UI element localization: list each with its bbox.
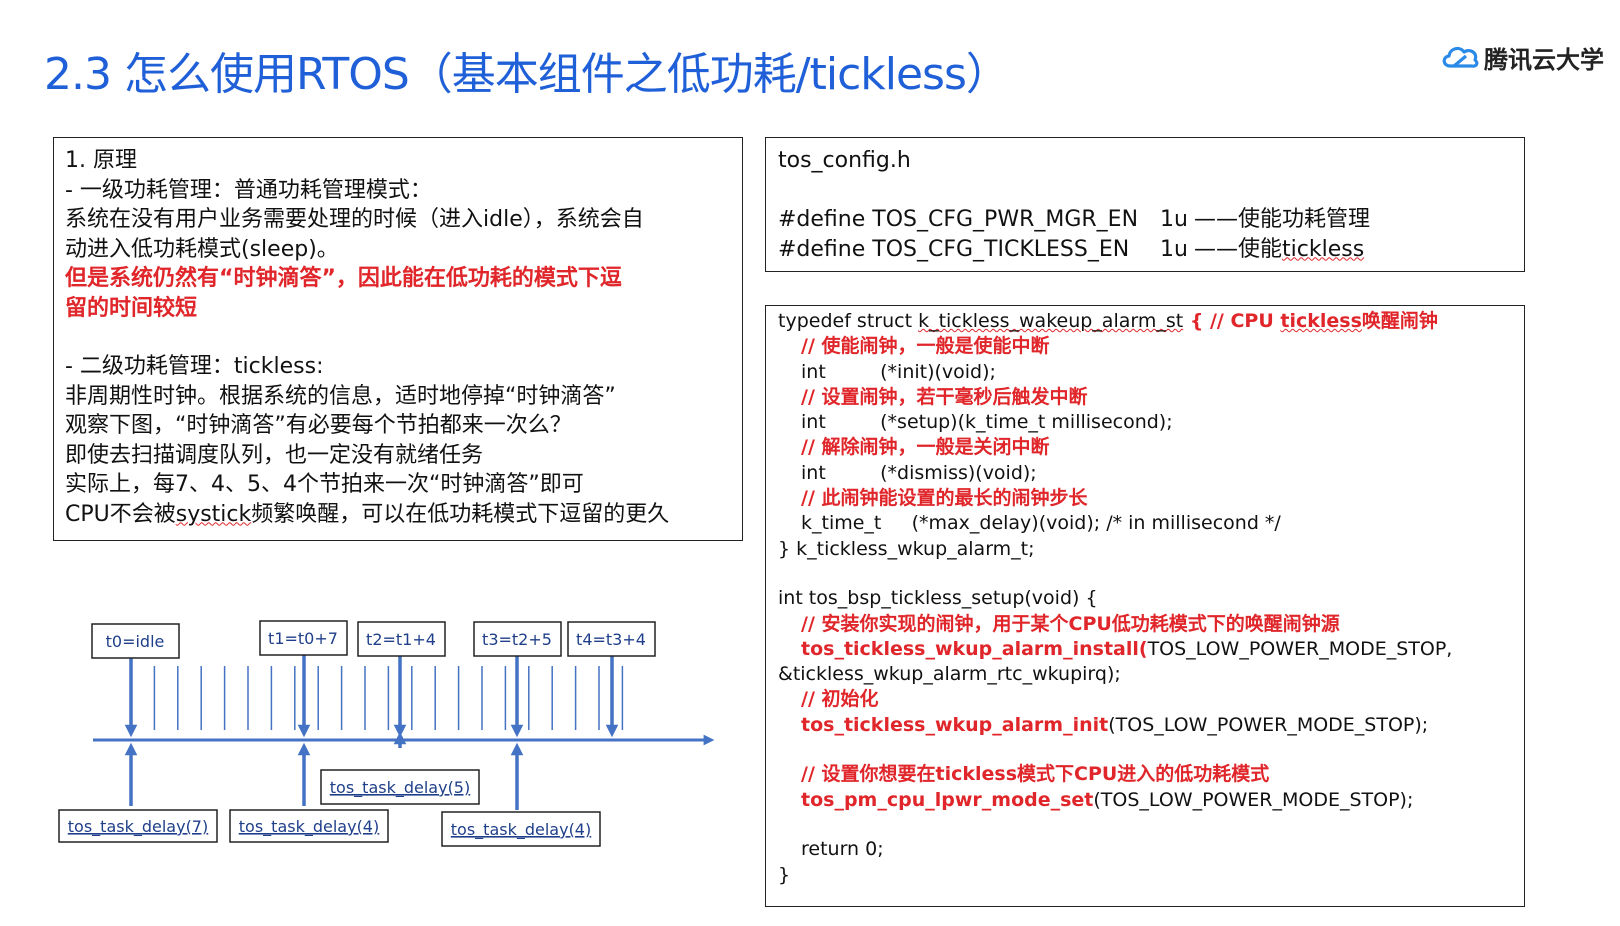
config-filename: tos_config.h [778, 148, 911, 173]
level2-line-3: 即使去扫描调度队列，也一定没有就绪任务 [65, 442, 484, 468]
code-line: int (*setup)(k_time_t millisecond); [801, 411, 1173, 434]
text-part: CPU不会被 [65, 501, 176, 527]
spacer [778, 738, 1512, 762]
tick-marks [130, 666, 624, 730]
label-box [567, 621, 656, 657]
level1-warning-1: 但是系统仍然有“时钟滴答”，因此能在低功耗的模式下逗 [65, 266, 622, 291]
level1-warning-2: 留的时间较短 [65, 295, 198, 321]
code-text: typedef struct [778, 310, 919, 332]
principle-heading: 1. 原理 [65, 148, 137, 173]
level1-line-2: 动进入低功耗模式(sleep)。 [65, 236, 339, 262]
code-line: } k_tickless_wkup_alarm_t; [778, 537, 1035, 560]
code-comment: // 初始化 [801, 688, 879, 711]
code-line: int (*dismiss)(void); [801, 461, 1037, 484]
level2-line-2: 观察下图，“时钟滴答”有必要每个节拍都来一次么？ [65, 413, 572, 438]
text-part: ——使能 [1194, 236, 1283, 262]
config-note: ——使能tickless [1194, 235, 1364, 265]
text-part: 频繁唤醒，可以在低功耗模式下逗留的更久 [251, 501, 670, 527]
label-box [91, 623, 180, 659]
code-comment: // 设置闹钟，若干毫秒后触发中断 [801, 385, 1088, 408]
code-text: (TOS_LOW_POWER_MODE_STOP); [1108, 713, 1429, 736]
code-line: typedef struct k_tickless_wakeup_alarm_s… [778, 309, 1512, 334]
brand-name: 腾讯云大学 [1484, 46, 1604, 74]
code-function: tos_tickless_wkup_alarm_init [801, 713, 1109, 736]
code-function: tos_tickless_wkup_alarm_install( [801, 637, 1148, 660]
code-line: int (*init)(void); [801, 360, 996, 383]
spacer [778, 176, 1512, 206]
code-comment: 唤醒闹钟 [1361, 310, 1438, 332]
level2-heading: - 二级功耗管理：tickless: [65, 354, 324, 379]
level1-line-1: 系统在没有用户业务需要处理的时候（进入idle），系统会自 [65, 207, 644, 232]
top-label-t3: t3=t2+5 [482, 630, 552, 649]
config-row: #define TOS_CFG_PWR_MGR_EN 1u ——使能功耗管理 [778, 205, 1512, 235]
code-comment: { // CPU [1183, 310, 1281, 332]
spacer [778, 562, 1512, 586]
bottom-label-delay4b: tos_task_delay(4) [451, 820, 591, 840]
label-box [441, 811, 601, 847]
config-define: #define TOS_CFG_TICKLESS_EN [778, 236, 1130, 262]
code-line: int tos_bsp_tickless_setup(void) { [778, 587, 1098, 610]
config-define: #define TOS_CFG_PWR_MGR_EN [778, 207, 1139, 232]
config-row: #define TOS_CFG_TICKLESS_EN 1u ——使能tickl… [778, 235, 1512, 265]
config-value: 1u [1160, 236, 1188, 262]
principle-box: 1. 原理 - 一级功耗管理：普通功耗管理模式： 系统在没有用户业务需要处理的时… [53, 137, 743, 541]
label-box [259, 620, 348, 656]
level2-line-1: 非周期性时钟。根据系统的信息，适时地停掉“时钟滴答” [65, 383, 616, 409]
code-line: tos_tickless_wkup_alarm_install(TOS_LOW_… [778, 637, 1512, 662]
code-text: (TOS_LOW_POWER_MODE_STOP); [1093, 788, 1414, 811]
code-comment: // 设置你想要在tickless模式下CPU进入的低功耗模式 [801, 763, 1270, 786]
top-label-t4: t4=t3+4 [576, 630, 646, 649]
level2-line-5: CPU不会被systick频繁唤醒，可以在低功耗模式下逗留的更久 [65, 500, 731, 530]
brand-logo: 腾讯云大学 [1440, 40, 1604, 75]
level1-heading: - 一级功耗管理：普通功耗管理模式： [65, 177, 432, 203]
config-box: tos_config.h #define TOS_CFG_PWR_MGR_EN … [765, 137, 1525, 272]
bottom-label-delay4: tos_task_delay(4) [239, 817, 379, 837]
bottom-label-delay7: tos_task_delay(7) [68, 817, 208, 837]
code-function: tos_pm_cpu_lpwr_mode_set [801, 788, 1094, 811]
tick-timeline-diagram: t0=idle t1=t0+7 t2=t1+4 t3=t2+5 t4=t3+4 … [58, 620, 715, 847]
page-title: 2.3 怎么使用RTOS（基本组件之低功耗/tickless） [44, 49, 1010, 100]
level2-line-4: 实际上，每7、4、5、4个节拍来一次“时钟滴答”即可 [65, 472, 584, 497]
label-box [473, 621, 562, 657]
label-box [58, 809, 218, 843]
top-label-t1: t1=t0+7 [268, 629, 338, 648]
code-comment: // 解除闹钟，一般是关闭中断 [801, 436, 1050, 459]
label-box [320, 769, 480, 805]
code-text: TOS_LOW_POWER_MODE_STOP, [1147, 637, 1453, 660]
top-label-t2: t2=t1+4 [366, 630, 436, 649]
label-box [357, 621, 446, 657]
code-comment: // 此闹钟能设置的最长的闹钟步长 [801, 487, 1088, 510]
code-comment: tickless [1280, 310, 1362, 332]
code-line: return 0; [801, 838, 884, 861]
bottom-label-delay5: tos_task_delay(5) [330, 778, 470, 798]
cloud-icon [1440, 42, 1480, 74]
spacer [65, 323, 731, 352]
code-comment: // 使能闹钟，一般是使能中断 [801, 335, 1050, 358]
code-line: k_time_t (*max_delay)(void); /* in milli… [801, 512, 1281, 535]
code-box: typedef struct k_tickless_wakeup_alarm_s… [765, 305, 1525, 907]
text-part: systick [175, 501, 252, 527]
code-line: &tickless_wkup_alarm_rtc_wkupirq); [778, 663, 1121, 686]
code-comment: // 安装你实现的闹钟，用于某个CPU低功耗模式下的唤醒闹钟源 [801, 612, 1340, 635]
config-note: ——使能功耗管理 [1194, 207, 1371, 232]
code-text: k_tickless_wakeup_alarm_st [918, 310, 1184, 332]
config-value: 1u [1160, 207, 1188, 232]
label-box [229, 809, 389, 843]
code-line: } [778, 863, 791, 886]
code-line: tos_pm_cpu_lpwr_mode_set(TOS_LOW_POWER_M… [778, 788, 1512, 813]
text-part: tickless [1282, 236, 1365, 262]
top-label-t0: t0=idle [106, 632, 165, 651]
code-line: tos_tickless_wkup_alarm_init(TOS_LOW_POW… [778, 713, 1512, 738]
spacer [778, 813, 1512, 837]
